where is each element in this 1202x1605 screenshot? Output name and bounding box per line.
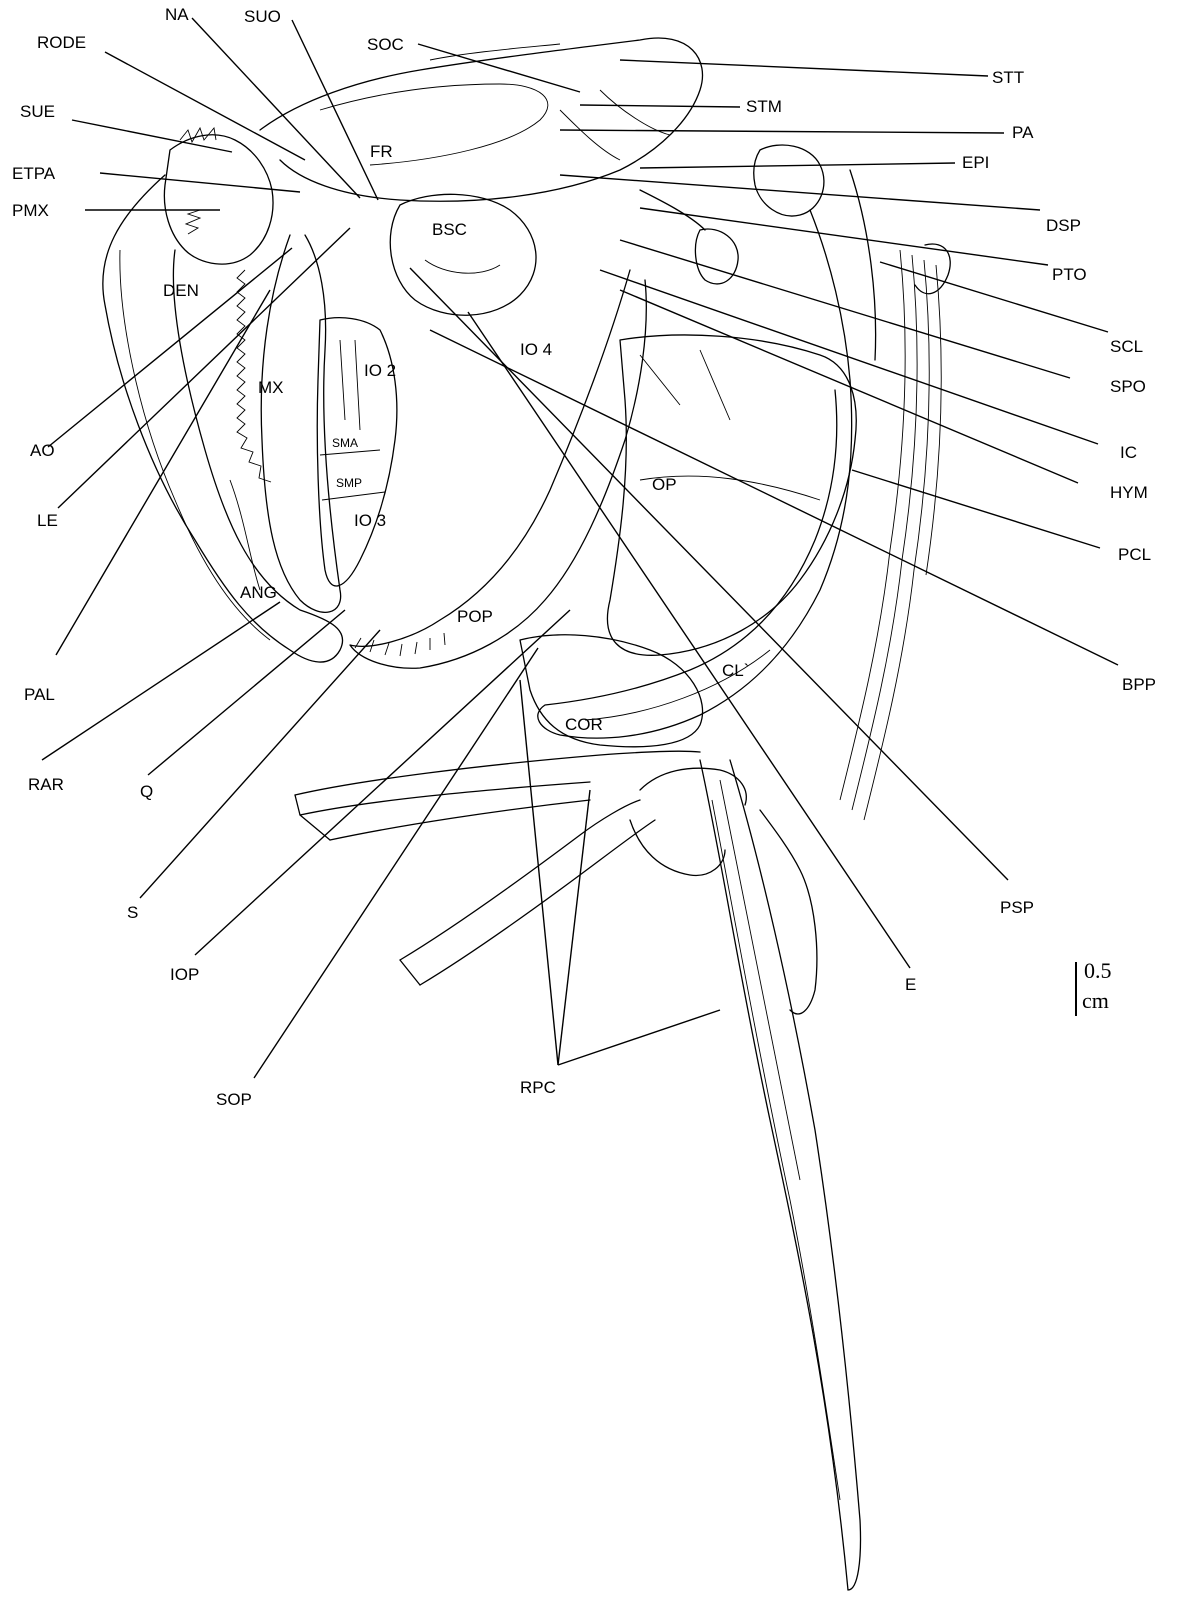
label-ang: ANG (240, 583, 277, 602)
label-s: S (127, 903, 138, 922)
label-e: E (905, 975, 916, 994)
skull-drawing (103, 38, 950, 1590)
label-bsc: BSC (432, 220, 467, 239)
label-cor: COR (565, 715, 603, 734)
label-suo: SUO (244, 7, 281, 26)
pectoral-filaments (840, 250, 941, 820)
label-rode: RODE (37, 33, 86, 52)
scale-bar: 0.5 cm (1076, 958, 1112, 1016)
labels: NA SUO RODE SOC STT SUE STM PA ETPA FR E… (12, 5, 1156, 1109)
label-io3: IO 3 (354, 511, 386, 530)
label-op: OP (652, 475, 677, 494)
label-etpa: ETPA (12, 164, 56, 183)
pectoral-rays-left (295, 751, 700, 795)
label-psp: PSP (1000, 898, 1034, 917)
premaxilla-outline (164, 135, 273, 264)
label-cl: CL` (722, 661, 749, 680)
label-pmx: PMX (12, 201, 49, 220)
maxilla-outline (261, 235, 340, 612)
label-stt: STT (992, 68, 1024, 87)
label-stm: STM (746, 97, 782, 116)
label-mx: MX (258, 378, 284, 397)
orbit-outline (390, 194, 536, 315)
label-pto: PTO (1052, 265, 1087, 284)
label-le: LE (37, 511, 58, 530)
label-pcl: PCL (1118, 545, 1151, 564)
label-bpp: BPP (1122, 675, 1156, 694)
label-ic: IC (1120, 443, 1137, 462)
label-pop: POP (457, 607, 493, 626)
pectoral-spine (700, 760, 848, 1590)
label-ao: AO (30, 441, 55, 460)
label-epi: EPI (962, 153, 989, 172)
label-na: NA (165, 5, 189, 24)
label-pa: PA (1012, 123, 1034, 142)
label-sue: SUE (20, 102, 55, 121)
scale-bar-value: 0.5 (1084, 958, 1112, 983)
opercle-outline (607, 335, 856, 655)
scale-bar-unit: cm (1082, 988, 1109, 1013)
label-rar: RAR (28, 775, 64, 794)
label-fr: FR (370, 142, 393, 161)
label-sop: SOP (216, 1090, 252, 1109)
label-iop: IOP (170, 965, 199, 984)
label-dsp: DSP (1046, 216, 1081, 235)
label-hym: HYM (1110, 483, 1148, 502)
posttemporal-outline (754, 145, 824, 216)
label-soc: SOC (367, 35, 404, 54)
label-q: Q (140, 782, 153, 801)
label-rpc: RPC (520, 1078, 556, 1097)
preopercle-outline (350, 270, 646, 668)
label-sma: SMA (332, 436, 358, 450)
label-pal: PAL (24, 685, 55, 704)
label-io2: IO 2 (364, 361, 396, 380)
label-spo: SPO (1110, 377, 1146, 396)
label-scl: SCL (1110, 337, 1143, 356)
label-io4: IO 4 (520, 340, 552, 359)
label-smp: SMP (336, 476, 362, 490)
label-den: DEN (163, 281, 199, 300)
